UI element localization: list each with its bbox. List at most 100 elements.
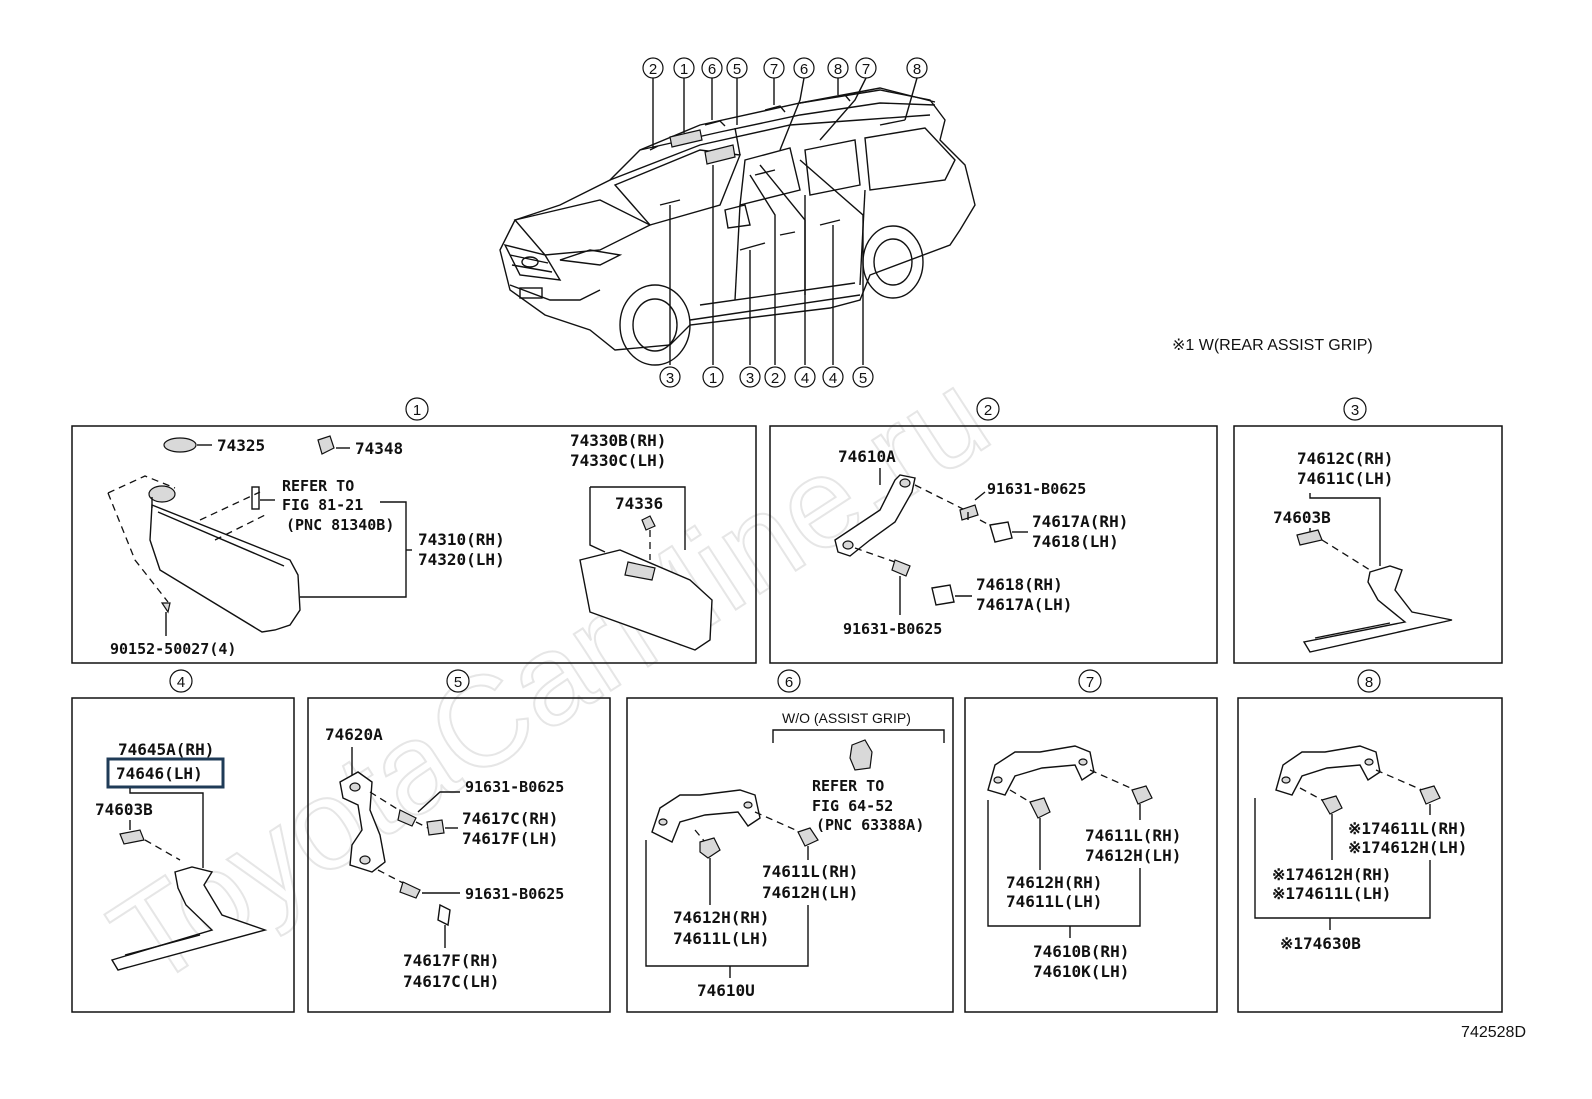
part-label: 91631-B0625 [465,778,564,796]
leader-lines-bottom [669,159,864,365]
part-label: 74612H(LH) [1085,846,1181,865]
part-label: 91631-B0625 [987,480,1086,498]
part-label: ※174612H(LH) [1348,838,1467,857]
callout-label: 4 [829,370,837,387]
part-label: 91631-B0625 [843,620,942,638]
callout-label: 2 [649,61,657,78]
pillar-garnish-part [110,866,268,971]
refer-label: REFER TO [812,777,884,795]
panel-2: 2 74610A 91631-B0625 74617A(RH) 74618(LH… [769,397,1218,664]
callouts-top: 2 1 6 5 7 6 8 7 8 [642,57,928,79]
panel-number: 6 [785,674,793,691]
assist-grip-part [834,474,916,557]
refer-label: FIG 81-21 [282,496,363,514]
refer-label: (PNC 81340B) [286,516,394,534]
part-label: 74611L(RH) [762,862,858,881]
callout-label: 4 [801,370,809,387]
part-label: 74610K(LH) [1033,962,1129,981]
refer-label: FIG 64-52 [812,797,893,815]
panel-number: 3 [1351,402,1359,419]
panel-3: 3 74612C(RH) 74611C(LH) 74603B [1233,397,1503,664]
panel-number: 2 [984,402,992,419]
cap-part [437,903,451,927]
clip-part [699,837,721,859]
panel-number: 5 [454,674,462,691]
vehicle-illustration [499,87,976,366]
callout-label: 6 [708,61,716,78]
panel-frame [71,697,295,1013]
part-label: 74603B [95,800,153,819]
panel-7: 7 74611L(RH) 74612H(LH) 74612H(RH) 74611… [964,669,1218,1013]
pillar-garnish-part [1302,565,1453,653]
part-label: 74612H(RH) [1006,873,1102,892]
part-label: 74611L(RH) [1085,826,1181,845]
footnote: ※1 W(REAR ASSIST GRIP) [1172,337,1373,354]
part-label: 74645A(RH) [118,740,214,759]
cap-part [931,584,955,606]
part-label: 74611L(LH) [673,929,769,948]
part-label: 74618(RH) [976,575,1063,594]
panel-frame [71,425,757,664]
panel-1: 1 74325 74348 REFER TO FIG 81-21 (PNC 81… [71,397,757,664]
panel-6: 6 W/O (ASSIST GRIP) REFER TO FIG 64-52 (… [626,669,954,1013]
callout-label: 3 [666,370,674,387]
part-label: ※174611L(RH) [1348,819,1467,838]
callout-label: 2 [771,370,779,387]
part-label: 74348 [355,439,403,458]
part-label: ※174611L(LH) [1272,884,1391,903]
refer-label: REFER TO [282,477,354,495]
refer-label: (PNC 63388A) [816,816,924,834]
part-label: 90152-50027(4) [110,640,236,658]
callout-label: 5 [859,370,867,387]
panel-frame [769,425,1218,664]
panel-8: 8 ※174611L(RH) ※174612H(LH) ※174612H(RH)… [1237,669,1503,1013]
part-label: 74310(RH) [418,530,505,549]
part-label: 74611L(LH) [1006,892,1102,911]
part-label: 74610A [838,447,896,466]
panel-frame [964,697,1218,1013]
part-label: 74610U [697,981,755,1000]
callout-label: 1 [680,61,688,78]
assist-grip-part [987,745,1095,796]
part-label: 74617A(RH) [1032,512,1128,531]
sun-visor-part [149,503,301,633]
assist-grip-part [1275,745,1381,796]
assist-grip-part [651,789,761,843]
clip-part [1321,795,1343,815]
part-label: 74325 [217,436,265,455]
panel-5: 5 74620A 91631-B0625 74617C(RH) 74617F(L… [307,669,611,1013]
part-label: 74611C(LH) [1297,469,1393,488]
panel-number: 4 [177,674,185,691]
panel-number: 8 [1365,674,1373,691]
clip-part [849,739,873,771]
callout-label: 7 [770,61,778,78]
part-label: 74617C(RH) [462,809,558,828]
highlight-box [106,757,225,789]
part-label: 74620A [325,725,383,744]
panel-frame [1237,697,1503,1013]
part-label: 74617C(LH) [403,972,499,991]
part-label: 74336 [615,494,663,513]
part-label: 74612C(RH) [1297,449,1393,468]
part-label: 74612H(LH) [762,883,858,902]
callout-label: 5 [733,61,741,78]
part-label-highlighted: 74646(LH) [116,764,203,783]
visor-holder-part [317,435,335,455]
part-label: 74617F(LH) [462,829,558,848]
panel-frame [626,697,954,1013]
clip-part [797,827,819,847]
sun-visor-part [579,549,713,651]
callout-label: 1 [709,370,717,387]
diagram-code: 742528D [1461,1024,1526,1041]
panel-number: 1 [413,402,421,419]
part-label: 74617A(LH) [976,595,1072,614]
panel-4: 4 74645A(RH) 74646(LH) 74603B [71,669,295,1013]
leader-lines-top [652,77,918,151]
callouts-bottom: 3 1 3 2 4 4 5 [659,366,874,388]
callout-label: 8 [834,61,842,78]
part-label: ※174630B [1280,934,1361,953]
panel-number: 7 [1086,674,1094,691]
part-label: 74603B [1273,508,1331,527]
part-label: 74618(LH) [1032,532,1119,551]
